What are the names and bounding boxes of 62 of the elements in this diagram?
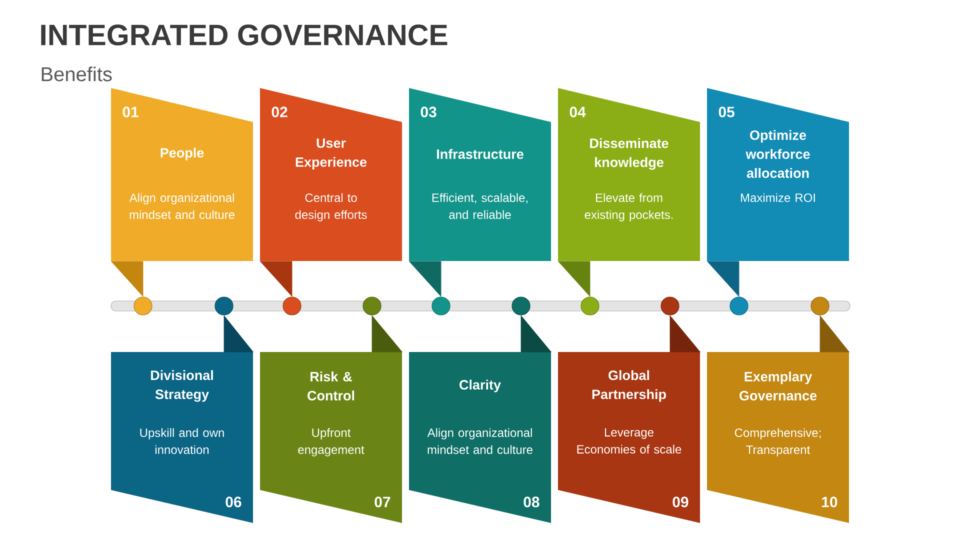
card-text: Efficient, scalable, and reliable: [432, 193, 528, 219]
card-pointer: [260, 261, 292, 297]
timeline-dot: [362, 296, 382, 316]
card: [707, 88, 849, 261]
card-text: Leverage Economies of scale: [577, 428, 682, 454]
card-text: Align organizational mindset and culture: [129, 193, 234, 219]
card-heading: People: [160, 148, 204, 160]
card-heading: User Experience: [296, 138, 367, 170]
card-pointer: [558, 261, 590, 297]
card-pointer: [408, 261, 442, 297]
card: [409, 88, 551, 261]
timeline-dot: [282, 296, 302, 316]
card-heading: Global Partnership: [592, 370, 666, 402]
card: [558, 352, 700, 523]
step-number: 02: [272, 106, 288, 118]
card-text: Upfront engagement: [298, 428, 364, 456]
card: [260, 88, 402, 261]
card-heading: Optimize workforce allocation: [746, 130, 810, 178]
card: [558, 88, 700, 261]
card-heading: Disseminate knowledge: [590, 138, 668, 170]
title: INTEGRATED GOVERNANCE: [41, 24, 448, 46]
timeline-dot: [512, 296, 530, 316]
card-text: Upskill and own innovation: [140, 428, 224, 454]
timeline-dot: [134, 296, 152, 316]
step-number: 05: [718, 106, 734, 118]
timeline-dot: [730, 296, 748, 316]
timeline-dot: [432, 296, 450, 316]
card-heading: Divisional Strategy: [151, 370, 213, 402]
card-text: Maximize ROI: [741, 193, 815, 202]
card-pointer: [110, 261, 144, 297]
card-pointer: [224, 315, 254, 352]
card-text: Comprehensive; Transparent: [734, 428, 821, 456]
card: [409, 352, 551, 523]
card-pointer: [372, 315, 403, 352]
card-pointer: [706, 261, 740, 297]
step-number: 10: [822, 496, 838, 508]
card-heading: Risk & Control: [308, 372, 354, 400]
step-number: 07: [374, 496, 390, 508]
card: [260, 352, 402, 523]
card-heading: Infrastructure: [437, 149, 524, 159]
timeline-dot: [580, 296, 600, 316]
step-number: 08: [524, 496, 540, 508]
subtitle: Benefits: [42, 66, 112, 82]
card-heading: Clarity: [460, 380, 501, 392]
timeline-dot: [660, 296, 680, 316]
timeline-dot: [810, 296, 830, 316]
card-pointer: [820, 315, 850, 352]
step-number: 06: [226, 496, 242, 508]
step-number: 03: [420, 106, 436, 118]
card: [111, 352, 253, 523]
card-text: Elevate from existing pockets.: [584, 193, 673, 222]
step-number: 09: [672, 496, 688, 508]
timeline-dot: [214, 296, 234, 316]
card: [707, 352, 849, 523]
card-text: Align organizational mindset and culture: [427, 428, 532, 454]
card-pointer: [520, 315, 552, 352]
step-number: 01: [122, 106, 138, 118]
step-number: 04: [570, 106, 586, 118]
card: [111, 88, 253, 261]
card-pointer: [670, 315, 701, 352]
card-text: Central to design efforts: [295, 193, 367, 222]
card-heading: Exemplary Governance: [740, 372, 817, 400]
